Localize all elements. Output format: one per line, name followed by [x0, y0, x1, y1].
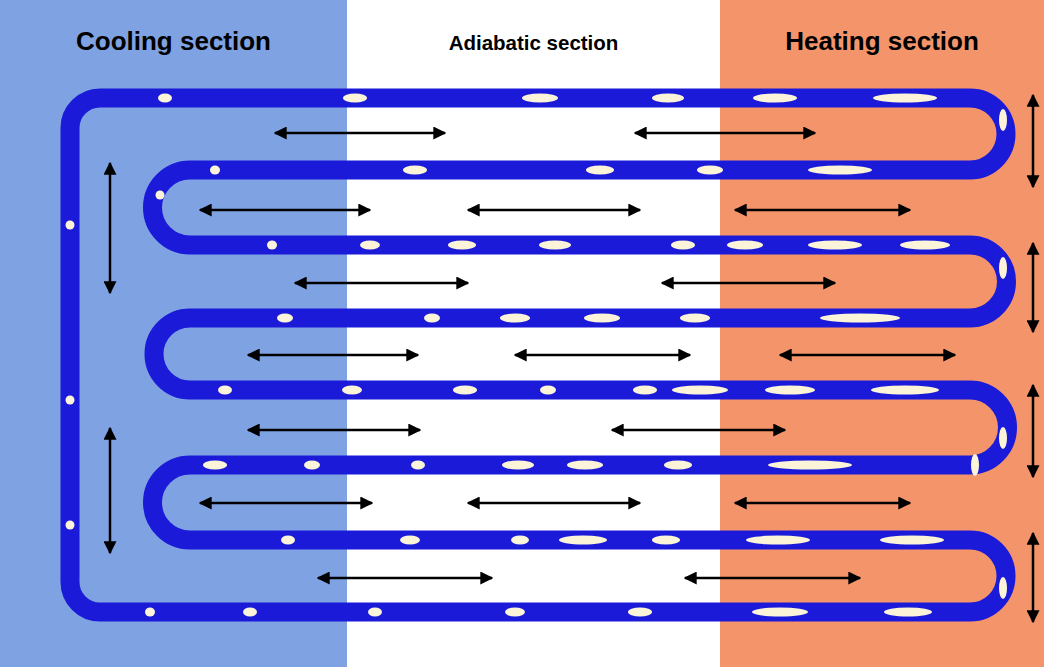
oscillation-arrows — [110, 95, 1033, 622]
vapor-bubble — [66, 221, 75, 230]
vapor-bubble — [203, 461, 227, 470]
vapor-bubble — [999, 427, 1007, 449]
oscillation-arrow — [735, 502, 910, 505]
vapor-bubble — [765, 386, 815, 395]
oscillation-arrow — [1032, 243, 1035, 332]
vapor-bubble — [539, 241, 571, 250]
vapor-bubble — [680, 314, 710, 323]
oscillation-arrow — [248, 354, 418, 357]
vapor-bubble — [672, 386, 728, 395]
vapor-bubble — [567, 461, 603, 470]
oscillation-arrow — [200, 502, 372, 505]
vapor-bubble — [586, 166, 614, 175]
vapor-bubble — [145, 608, 155, 617]
oscillation-arrow — [685, 577, 860, 580]
oscillation-arrow — [515, 354, 690, 357]
vapor-bubble — [628, 608, 652, 617]
vapor-bubble — [218, 386, 232, 395]
vapor-bubble — [753, 94, 797, 103]
vapor-bubble — [652, 94, 684, 103]
vapor-bubble — [281, 536, 295, 545]
vapor-bubble — [343, 94, 367, 103]
vapor-bubble — [768, 461, 852, 470]
oscillation-arrow — [662, 282, 835, 285]
vapor-bubble — [697, 166, 723, 175]
vapor-bubble — [267, 241, 277, 250]
section-band: Heating section — [720, 0, 1044, 667]
vapor-bubble — [500, 314, 530, 323]
vapor-bubble — [424, 314, 440, 323]
oscillation-arrow — [612, 429, 785, 432]
oscillation-arrow — [1032, 385, 1035, 477]
serpentine-tube — [70, 98, 1008, 612]
vapor-bubble — [158, 94, 172, 103]
vapor-bubble — [584, 314, 620, 323]
vapor-bubble — [210, 166, 220, 175]
vapor-bubble — [808, 241, 862, 250]
vapor-bubble — [746, 536, 810, 545]
vapor-bubble — [453, 386, 477, 395]
vapor-bubble — [511, 536, 529, 545]
vapor-bubble — [66, 396, 75, 405]
vapor-bubble — [880, 536, 944, 545]
oscillation-arrow — [295, 282, 468, 285]
oscillation-arrow — [275, 132, 445, 135]
vapor-bubble — [671, 241, 695, 250]
vapor-bubbles — [66, 94, 1008, 617]
vapor-bubble — [871, 386, 939, 395]
section-title: Adiabatic section — [347, 31, 720, 55]
vapor-bubble — [999, 577, 1007, 599]
vapor-bubble — [652, 536, 680, 545]
vapor-bubble — [559, 536, 607, 545]
section-band: Adiabatic section — [347, 0, 720, 667]
oscillation-arrow — [468, 502, 640, 505]
vapor-bubble — [368, 608, 382, 617]
vapor-bubble — [752, 608, 808, 617]
oscillation-arrow — [248, 429, 420, 432]
oscillation-arrow — [468, 209, 640, 212]
oscillation-arrow — [635, 132, 815, 135]
vapor-bubble — [448, 241, 476, 250]
vapor-bubble — [66, 521, 75, 530]
oscillation-arrow — [735, 209, 910, 212]
vapor-bubble — [243, 608, 257, 617]
vapor-bubble — [505, 608, 525, 617]
section-title: Heating section — [720, 26, 1044, 57]
vapor-bubble — [664, 461, 692, 470]
vapor-bubble — [540, 386, 556, 395]
oscillation-arrow — [1032, 95, 1035, 187]
vapor-bubble — [400, 536, 420, 545]
vapor-bubble — [999, 257, 1007, 279]
vapor-bubble — [820, 314, 900, 323]
vapor-bubble — [342, 386, 362, 395]
vapor-bubble — [633, 386, 657, 395]
vapor-bubble — [727, 241, 763, 250]
vapor-bubble — [502, 461, 534, 470]
oscillation-arrow — [1032, 533, 1035, 622]
vapor-bubble — [884, 608, 932, 617]
vapor-bubble — [360, 241, 380, 250]
oscillation-arrow — [200, 209, 370, 212]
section-title: Cooling section — [0, 26, 347, 57]
vapor-bubble — [873, 94, 937, 103]
vapor-bubble — [403, 166, 427, 175]
oscillation-arrow — [780, 354, 955, 357]
vapor-bubble — [808, 166, 872, 175]
vapor-bubble — [411, 461, 425, 470]
section-band: Cooling section — [0, 0, 347, 667]
vapor-bubble — [971, 454, 979, 476]
vapor-bubble — [999, 109, 1007, 131]
oscillation-arrow — [318, 577, 492, 580]
vapor-bubble — [522, 94, 558, 103]
vapor-bubble — [156, 191, 165, 200]
oscillation-arrow — [109, 428, 112, 553]
vapor-bubble — [277, 314, 293, 323]
vapor-bubble — [304, 461, 320, 470]
oscillation-arrow — [109, 163, 112, 293]
vapor-bubble — [900, 241, 950, 250]
